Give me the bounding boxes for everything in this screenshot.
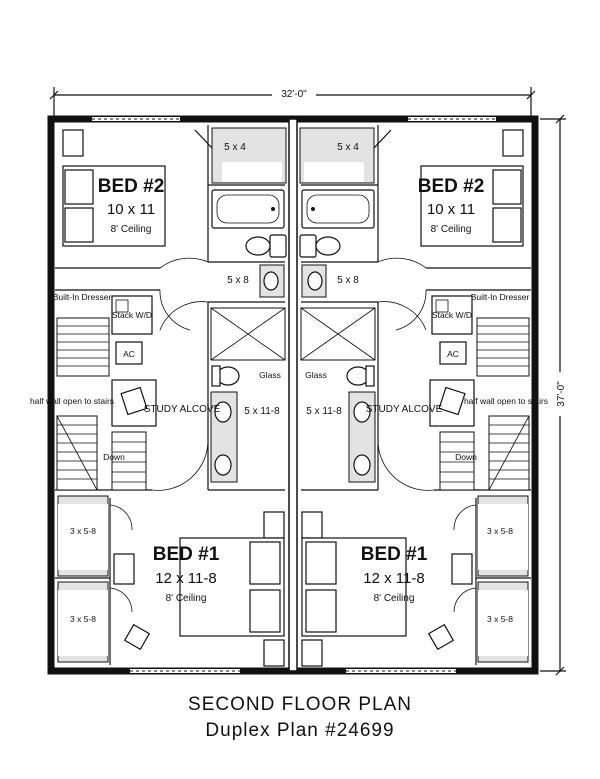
closet-b-label: 3 x 5-8 (70, 614, 96, 624)
bed1-ceiling: 8' Ceiling (166, 593, 207, 604)
builtin-dresser-label: Built-In Dresser (471, 292, 530, 302)
plan-subtitle: Duplex Plan #24699 (205, 720, 394, 741)
stairs-upper (56, 317, 110, 377)
bed1-name: BED #1 (153, 544, 220, 565)
bath-top-label: 5 x 8 (227, 275, 249, 286)
bath-top-label: 5 x 8 (337, 275, 359, 286)
stack-wd-label: Stack W/D (112, 310, 152, 320)
bed1-size: 12 x 11-8 (363, 570, 424, 587)
bed2-size: 10 x 11 (107, 201, 155, 218)
ac-label: AC (123, 349, 135, 359)
study-alcove-label: STUDY ALCOVE (144, 404, 221, 415)
closet-b-label: 3 x 5-8 (487, 614, 513, 624)
bed1-size: 12 x 11-8 (155, 570, 216, 587)
closet-a-label: 3 x 5-8 (487, 526, 513, 536)
bed2-size: 10 x 11 (427, 201, 475, 218)
stairs-upper (476, 317, 530, 377)
bath-mid-label: 5 x 11-8 (306, 406, 342, 417)
bath-mid-label: 5 x 11-8 (244, 406, 280, 417)
builtin-dresser-label: Built-In Dresser (53, 292, 112, 302)
width-dimension: 32'-0" (49, 86, 536, 118)
unit-left: 5 x 4 5 x 8 Glass 5 x 11-8 BED #2 10 x 1… (30, 125, 287, 667)
bed1-ceiling: 8' Ceiling (374, 593, 415, 604)
closet-top-label: 5 x 4 (337, 142, 359, 153)
study-alcove-label: STUDY ALCOVE (366, 404, 443, 415)
depth-label: 37'-0" (556, 381, 567, 407)
closet-top-label: 5 x 4 (224, 142, 246, 153)
bed2-ceiling: 8' Ceiling (111, 224, 152, 235)
glass-label: Glass (259, 370, 281, 380)
bed2-ceiling: 8' Ceiling (431, 224, 472, 235)
down-label: Down (103, 452, 125, 462)
stairs-lower (56, 415, 147, 491)
bed1-name: BED #1 (361, 544, 428, 565)
stack-wd-label: Stack W/D (432, 310, 472, 320)
half-wall-label: half wall open to stairs (30, 396, 114, 406)
half-wall-label: half wall open to stairs (464, 396, 548, 406)
closet-a-label: 3 x 5-8 (70, 526, 96, 536)
down-label: Down (455, 452, 477, 462)
glass-label: Glass (305, 370, 327, 380)
bed2-name: BED #2 (98, 176, 165, 197)
stairs-lower (439, 415, 530, 491)
bed2-name: BED #2 (418, 176, 485, 197)
ac-label: AC (447, 349, 459, 359)
depth-dimension: 37'-0" (540, 114, 567, 676)
exterior-walls (47, 115, 539, 675)
unit-right: 5 x 4 5 x 8 Glass 5 x 11-8 BED #2 10 x 1… (299, 125, 548, 667)
width-label: 32'-0" (281, 89, 307, 100)
plan-title: SECOND FLOOR PLAN (188, 694, 412, 715)
